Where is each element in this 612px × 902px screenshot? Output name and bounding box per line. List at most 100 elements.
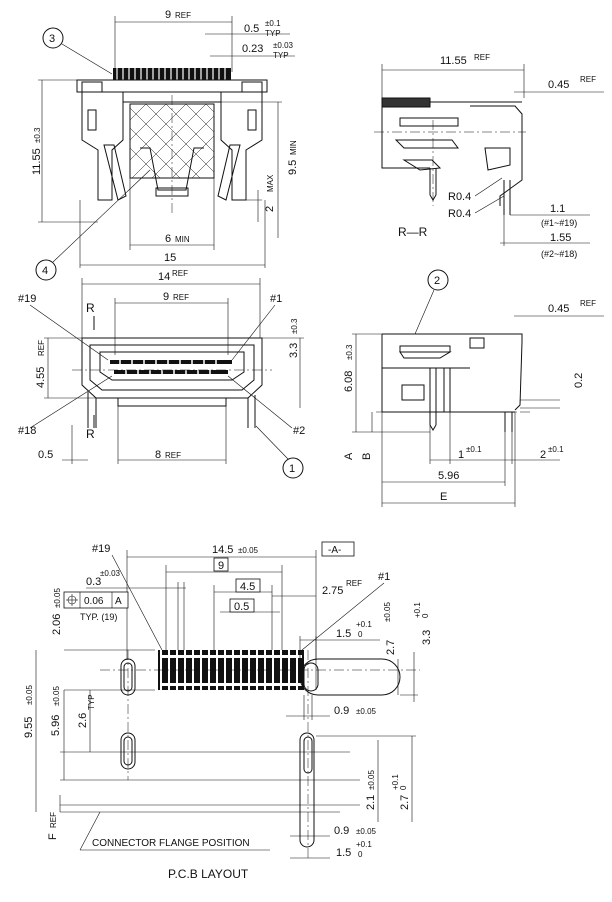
- slot-right-top: [299, 658, 401, 696]
- sec-ref-2: REF: [580, 75, 596, 84]
- pcb-tol-plus-2-7b: +0.1: [391, 774, 400, 790]
- callout-1: [282, 457, 304, 479]
- top-tol-0-1: ±0.1: [265, 19, 281, 28]
- front-pin-2: #2: [293, 425, 305, 437]
- pcb-ref-1: REF: [346, 579, 362, 588]
- top-typ-1: TYP: [265, 29, 281, 38]
- callout-4-label: 4: [42, 265, 48, 277]
- callout-3-label: 3: [49, 33, 55, 45]
- pcb-tol-5-96: ±0.05: [52, 685, 61, 706]
- pcb-pin-1: #1: [378, 571, 390, 583]
- pcb-ref-2: REF: [49, 812, 58, 828]
- pcb-dim-2-6: 2.6: [77, 713, 89, 728]
- pcb-dim-1-5: 1.5: [336, 628, 351, 640]
- front-ref-1: REF: [172, 269, 188, 278]
- callout-2: [427, 269, 449, 291]
- top-dim-6: 6: [165, 233, 171, 245]
- front-dim-9: 9: [163, 291, 169, 303]
- section-view: 11.55 REF 0.45 REF R0.4 R0.4 R—R 1.1 (#1…: [374, 53, 604, 259]
- front-pin-19: #19: [18, 293, 36, 305]
- pcb-tol-2-06: ±0.05: [53, 587, 62, 608]
- pcb-datum-A: -A-: [328, 545, 341, 556]
- side-dim-1: 1: [458, 449, 464, 461]
- pcb-tol-zero-1: 0: [358, 630, 363, 639]
- side-dim-5-96: 5.96: [438, 470, 459, 482]
- side-view: 2 0.45 REF 6.08 ±0.3 0.2 A B 1 ±0: [343, 269, 604, 507]
- pcb-dim-0-9: 0.9: [334, 705, 349, 717]
- front-dim-3-3: 3.3: [288, 343, 300, 358]
- callout-2-label: 2: [434, 275, 440, 287]
- side-tol-0-1-b: ±0.1: [548, 445, 564, 454]
- callout-1-label: 1: [289, 463, 295, 475]
- slot-left-bottom: [120, 732, 136, 770]
- sec-dim-1-55: 1.55: [550, 232, 571, 244]
- top-tol-0-03: ±0.03: [273, 41, 294, 50]
- front-section-R-top: R: [86, 301, 95, 315]
- pcb-pin-19: #19: [92, 543, 110, 555]
- front-view: 14 REF 9 REF #19 #1 R R: [18, 269, 305, 479]
- pcb-dim-3-3: 3.3: [421, 630, 433, 645]
- top-min-2: MIN: [175, 235, 190, 244]
- sec-ref-1: REF: [474, 53, 490, 62]
- pcb-typ: TYP: [87, 694, 96, 710]
- pcb-dim-9-box: 9: [218, 560, 224, 572]
- side-dim-0-2: 0.2: [573, 373, 585, 388]
- sec-pins-2-18: (#2~#18): [541, 249, 577, 259]
- callout-4: [35, 259, 57, 281]
- side-dim-2: 2: [540, 449, 546, 461]
- pcb-tol-0-9: ±0.05: [356, 707, 377, 716]
- top-max: MAX: [266, 174, 275, 192]
- pcb-dim-2-7b: 2.7: [399, 795, 411, 810]
- pcb-dim-1-5b: 1.5: [336, 847, 351, 859]
- front-ref-2: REF: [173, 293, 189, 302]
- side-dim-0-45: 0.45: [548, 303, 569, 315]
- pcb-tol-2-7: ±0.05: [383, 601, 392, 622]
- side-label-B: B: [361, 453, 373, 460]
- side-tol-0-3: ±0.3: [345, 344, 354, 360]
- pcb-title: P.C.B LAYOUT: [168, 867, 249, 881]
- pcb-label-F: F: [47, 833, 59, 840]
- pcb-tol-0-03: ±0.03: [100, 569, 121, 578]
- pcb-tol-zero-3-3: 0: [421, 613, 430, 618]
- sec-dim-0-45: 0.45: [548, 79, 569, 91]
- top-dim-11-55: 11.55: [31, 148, 43, 175]
- pcb-dim-0-3: 0.3: [86, 576, 101, 588]
- side-dim-6-08: 6.08: [343, 371, 355, 392]
- top-dim-0-5: 0.5: [244, 23, 259, 35]
- pcb-flange-label: CONNECTOR FLANGE POSITION: [92, 838, 250, 849]
- pcb-dim-2-7: 2.7: [385, 640, 397, 655]
- pcb-tol-zero-2-7b: 0: [399, 785, 408, 790]
- pcb-layout: #19 #1 14.5 ±0.05 -A- 9 ±0.03 0.3 4.5 0.…: [23, 541, 433, 881]
- front-dim-0-5: 0.5: [38, 449, 53, 461]
- side-tol-0-1-a: ±0.1: [466, 445, 482, 454]
- front-dim-4-55: 4.55: [35, 367, 47, 388]
- front-tol-0-3: ±0.3: [290, 318, 299, 334]
- side-ref: REF: [580, 299, 596, 308]
- pcb-fcf-value: 0.06: [84, 596, 104, 607]
- top-tol-0-3: ±0.3: [33, 127, 42, 143]
- pcb-dim-2-75: 2.75: [322, 585, 343, 597]
- pcb-typ-19: TYP. (19): [80, 612, 117, 622]
- pcb-tol-9-55: ±0.05: [25, 684, 34, 705]
- front-ref-4: REF: [165, 451, 181, 460]
- sec-r04-a: R0.4: [448, 191, 471, 203]
- pcb-dim-14-5: 14.5: [212, 544, 233, 556]
- pcb-fcf-datum: A: [115, 596, 122, 607]
- front-pins: [110, 358, 232, 376]
- top-dim-9: 9: [165, 9, 171, 21]
- pcb-tol-plus-1-5b: +0.1: [356, 840, 372, 849]
- pcb-dim-2-1: 2.1: [365, 795, 377, 810]
- pcb-tol-2-1: ±0.05: [367, 769, 376, 790]
- top-typ-2: TYP: [273, 51, 289, 60]
- side-label-A: A: [343, 452, 355, 460]
- pcb-dim-2-06: 2.06: [51, 614, 63, 635]
- top-view: 9 REF 0.5 ±0.1 TYP 0.23 ±0.03 TYP 3: [31, 9, 299, 281]
- top-dim-2: 2: [264, 206, 276, 212]
- pcb-dim-4-5-box: 4.5: [240, 581, 255, 593]
- front-dim-8: 8: [155, 449, 161, 461]
- slot-right-bottom: [299, 732, 315, 848]
- pcb-dim-0-9b: 0.9: [334, 825, 349, 837]
- pcb-tol-0-9b: ±0.05: [356, 827, 377, 836]
- pcb-tol-14-5: ±0.05: [238, 546, 259, 555]
